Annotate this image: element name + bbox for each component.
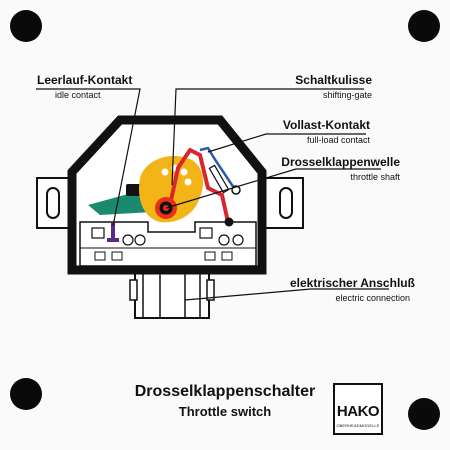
leader-throttle-shaft xyxy=(165,168,381,209)
logo-brand-text: HAKO xyxy=(336,403,380,420)
label-idle-contact: Leerlauf-Kontakt idle contact xyxy=(37,73,132,101)
electric-connector xyxy=(129,272,215,319)
logo-subtitle-text: OBERHEADMODELLE xyxy=(336,423,380,428)
idle-contact-label-de: Leerlauf-Kontakt xyxy=(37,73,133,87)
electric-connection-label-en: electric connection xyxy=(335,293,410,303)
label-full-load-contact: Vollast-Kontakt full-load contact xyxy=(250,118,370,146)
mounting-hole-bottom-right xyxy=(408,398,440,430)
terminal-plate xyxy=(79,221,257,267)
idle-contact-label-en: idle contact xyxy=(55,90,101,100)
throttle-shaft-label-de: Drosselklappenwelle xyxy=(281,155,400,169)
full-load-contact-wire xyxy=(199,146,236,189)
hako-logo: HAKO OBERHEADMODELLE xyxy=(333,383,383,435)
leader-electric-connection xyxy=(184,288,389,301)
shifting-gate-label-en: shifting-gate xyxy=(322,90,372,100)
throttle-shaft-label-en: throttle shaft xyxy=(350,172,400,182)
shifting-gate-label-de: Schaltkulisse xyxy=(295,73,372,87)
label-shifting-gate: Schaltkulisse shifting-gate xyxy=(262,73,372,101)
full-load-contact-label-de: Vollast-Kontakt xyxy=(282,118,370,132)
diagram-title-de: Drosselklappenschalter xyxy=(134,383,316,400)
mounting-hole-bottom-left xyxy=(10,378,42,410)
electric-connection-label-de: elektrischer Anschluß xyxy=(290,276,415,290)
leader-idle-contact xyxy=(36,88,141,227)
full-load-spring xyxy=(208,164,230,194)
full-load-pivot xyxy=(224,217,234,227)
diagram-title-en: Throttle switch xyxy=(178,404,272,419)
label-electric-connection: elektrischer Anschluß electric connectio… xyxy=(290,276,415,304)
mounting-hole-top-left xyxy=(10,10,42,42)
mounting-hole-top-right xyxy=(408,10,440,42)
leader-full-load-contact xyxy=(207,133,366,153)
full-load-contact-label-en: full-load contact xyxy=(306,135,370,145)
red-full-load-lever xyxy=(168,148,230,224)
label-throttle-shaft: Drosselklappenwelle throttle shaft xyxy=(270,155,400,183)
leader-shifting-gate xyxy=(171,88,364,186)
